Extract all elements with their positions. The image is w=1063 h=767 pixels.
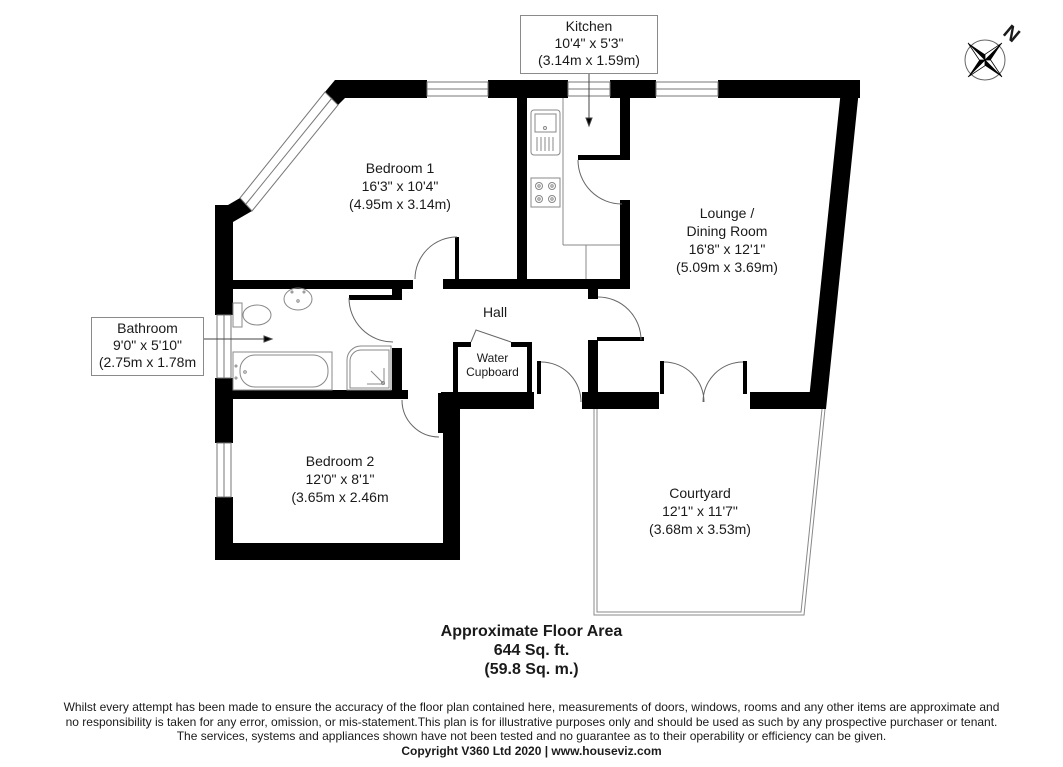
room-label-lounge-dining: Lounge / Dining Room 16'8" x 12'1" (5.09… (652, 204, 802, 276)
room-dimensions-imperial: 9'0" x 5'10" (113, 337, 182, 353)
kitchen-fixtures (530, 98, 620, 279)
room-label-hall: Hall (470, 303, 520, 321)
floor-area-title: Approximate Floor Area (440, 623, 623, 640)
room-dimensions-imperial: 12'0" x 8'1" (305, 471, 375, 487)
room-callout-kitchen: Kitchen 10'4" x 5'3" (3.14m x 1.59m) (520, 15, 658, 74)
room-name-line1: Water (476, 351, 509, 365)
courtyard-boundary (593, 408, 826, 616)
disclaimer: Whilst every attempt has been made to en… (0, 700, 1063, 758)
room-name: Courtyard (669, 485, 731, 501)
walls (215, 80, 860, 560)
bathroom-fixtures (232, 287, 392, 391)
room-name: Bedroom 1 (365, 160, 435, 176)
room-callout-bathroom: Bathroom 9'0" x 5'10" (2.75m x 1.78m (91, 317, 204, 376)
room-name-line1: Lounge / (699, 205, 755, 221)
room-name: Kitchen (565, 18, 613, 34)
room-label-bedroom-1: Bedroom 1 16'3" x 10'4" (4.95m x 3.14m) (330, 159, 470, 213)
room-name: Hall (482, 304, 508, 320)
room-dimensions-metric: (3.68m x 3.53m) (649, 521, 751, 537)
floor-area-sq-m: (59.8 Sq. m.) (484, 661, 579, 678)
callout-leaders (204, 74, 593, 343)
compass-icon (964, 39, 1006, 81)
room-dimensions-metric: (3.65m x 2.46m (291, 489, 389, 505)
disclaimer-line-2: no responsibility is taken for any error… (65, 714, 998, 729)
room-dimensions-metric: (5.09m x 3.69m) (676, 259, 778, 275)
floor-area-sq-ft: 644 Sq. ft. (493, 642, 570, 659)
doors (348, 159, 744, 438)
room-label-courtyard: Courtyard 12'1" x 11'7" (3.68m x 3.53m) (630, 484, 770, 538)
copyright-notice: Copyright V360 Ltd 2020 | www.houseviz.c… (401, 743, 662, 758)
room-dimensions-imperial: 12'1" x 11'7" (662, 503, 738, 519)
disclaimer-line-3: The services, systems and appliances sho… (176, 729, 887, 743)
room-label-bedroom-2: Bedroom 2 12'0" x 8'1" (3.65m x 2.46m (270, 452, 410, 506)
disclaimer-line-1: Whilst every attempt has been made to en… (63, 700, 1000, 714)
room-dimensions-imperial: 16'8" x 12'1" (688, 241, 766, 257)
room-dimensions-metric: (2.75m x 1.78m (98, 354, 197, 370)
floor-area-summary: Approximate Floor Area 644 Sq. ft. (59.8… (0, 622, 1063, 679)
room-name-line2: Cupboard (466, 365, 519, 379)
room-dimensions-metric: (4.95m x 3.14m) (349, 196, 451, 212)
room-label-water-cupboard: Water Cupboard (458, 351, 527, 379)
room-dimensions-imperial: 16'3" x 10'4" (361, 178, 439, 194)
room-dimensions-metric: (3.14m x 1.59m) (538, 52, 640, 68)
room-name: Bathroom (117, 320, 178, 336)
room-name: Bedroom 2 (305, 453, 375, 469)
room-dimensions-imperial: 10'4" x 5'3" (554, 35, 624, 51)
room-name-line2: Dining Room (686, 223, 768, 239)
